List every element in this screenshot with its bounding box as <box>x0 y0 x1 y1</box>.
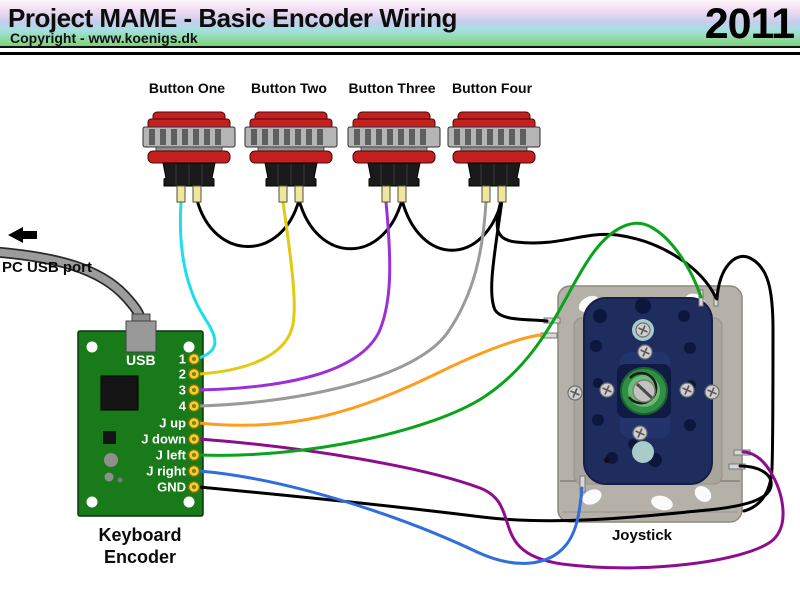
pin-label-2: 2 <box>179 367 186 382</box>
title-bar: Project MAME - Basic Encoder Wiring Copy… <box>0 0 800 48</box>
plate-hole <box>694 486 712 502</box>
plate-hole <box>651 495 673 511</box>
pcb-pad-round <box>104 453 118 467</box>
screw-icon <box>635 322 651 338</box>
usb-cable-group <box>0 227 147 323</box>
arcade-button-2 <box>244 111 338 203</box>
mount-hole <box>86 496 98 508</box>
button-label-1: Button One <box>149 80 225 96</box>
wire-ground-button4-left <box>490 198 549 323</box>
copyright-text: Copyright - www.koenigs.dk <box>10 30 198 46</box>
screw-icon <box>637 344 653 360</box>
arcade-button-1 <box>142 111 236 203</box>
pin-label-GND: GND <box>157 480 186 495</box>
encoder-pad-hole <box>192 388 196 392</box>
arrow-left-icon <box>8 227 37 243</box>
terminal-ground <box>397 185 407 203</box>
divider-rule <box>0 52 800 55</box>
wire-button2-signal <box>197 200 296 376</box>
encoder-pad-hole <box>192 357 196 361</box>
wire-ground-loop-2 <box>297 198 404 251</box>
terminal-ground <box>192 185 202 203</box>
wire-button1-signal <box>178 200 217 360</box>
encoder-chip <box>100 375 139 411</box>
usb-connector <box>125 320 157 353</box>
button-label-3: Button Three <box>348 80 435 96</box>
encoder-pad-hole <box>192 469 196 473</box>
wire-joystick-left <box>197 221 703 457</box>
arcade-buttons: Button One Button Two Button Three Button F… <box>142 80 541 203</box>
wire-ground-loop-1 <box>195 198 301 248</box>
mount-hole <box>183 496 195 508</box>
encoder-pads <box>187 352 201 494</box>
terminal-signal <box>278 185 288 203</box>
wire-ground-encoder <box>197 464 773 523</box>
usb-label: USB <box>126 352 156 368</box>
pin-label-1: 1 <box>179 352 186 367</box>
screw-icon <box>704 384 720 400</box>
captions: PC USB port USB Keyboard Encoder Joystic… <box>2 259 673 567</box>
encoder-pad-hole <box>192 372 196 376</box>
divider-gap <box>0 48 800 52</box>
page-title: Project MAME - Basic Encoder Wiring <box>8 3 457 33</box>
screw-icon <box>599 382 615 398</box>
pin-label-4: 4 <box>179 399 187 414</box>
encoder-caption-1: Keyboard <box>98 525 181 545</box>
button-label-4: Button Four <box>452 80 533 96</box>
wire-ground-loop-3 <box>400 198 504 252</box>
mount-hole <box>86 341 98 353</box>
button-label-2: Button Two <box>251 80 327 96</box>
encoder-caption-2: Encoder <box>104 547 176 567</box>
smd-component <box>103 431 116 444</box>
screw-icon <box>679 382 695 398</box>
encoder-pad-hole <box>192 404 196 408</box>
pin-label-J up: J up <box>159 416 186 431</box>
arcade-button-4 <box>447 111 541 203</box>
wire-button4-signal <box>197 200 488 408</box>
terminal-signal <box>176 185 186 203</box>
encoder-pad-hole <box>192 437 196 441</box>
pin-label-J right: J right <box>146 464 186 479</box>
terminal-ground <box>497 185 507 203</box>
plate-hole <box>582 489 602 505</box>
shaft-center <box>617 364 671 418</box>
year-label: 2011 <box>704 0 795 48</box>
pcb-pad-dot <box>117 477 123 483</box>
usb-cable <box>0 248 145 323</box>
encoder-pad-hole <box>192 421 196 425</box>
pin-label-J down: J down <box>141 432 186 447</box>
joystick-assembly <box>540 285 751 523</box>
pin-label-J left: J left <box>156 448 187 463</box>
pc-usb-port-label: PC USB port <box>2 259 92 276</box>
joystick-caption: Joystick <box>612 527 673 544</box>
wire-ground-button4-topright <box>495 199 718 300</box>
e-clip <box>627 371 658 405</box>
screw-icon <box>632 425 648 441</box>
pin-label-3: 3 <box>179 383 186 398</box>
keyboard-encoder-board <box>77 313 204 517</box>
encoder-pad-hole <box>192 485 196 489</box>
terminal-signal <box>481 185 491 203</box>
terminal-signal <box>381 185 391 203</box>
arcade-button-3 <box>347 111 441 203</box>
wire-joystick-down <box>197 437 785 570</box>
screws <box>567 322 720 441</box>
wire-joystick-up <box>197 333 543 427</box>
wires <box>178 198 785 570</box>
encoder-pad-hole <box>192 453 196 457</box>
wire-joystick-right <box>197 469 584 565</box>
terminal-ground <box>294 185 304 203</box>
mount-hole <box>183 341 195 353</box>
screw-icon <box>567 385 583 401</box>
pcb-pad-round <box>104 472 114 482</box>
plate-dot <box>604 457 610 463</box>
wire-button3-signal <box>197 200 392 392</box>
